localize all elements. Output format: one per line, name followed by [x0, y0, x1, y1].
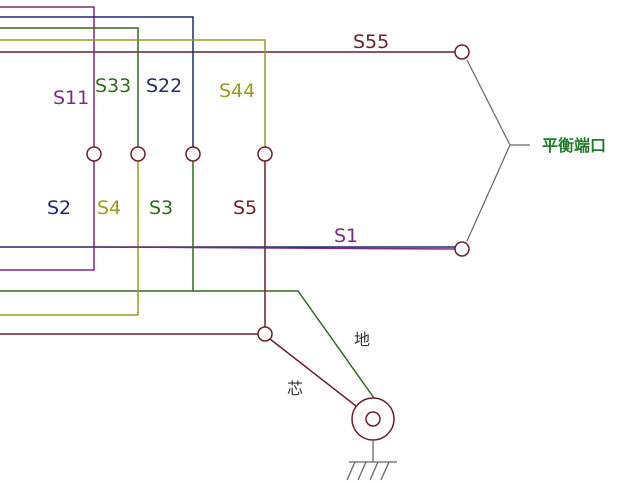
label-s44: S44 [219, 80, 255, 102]
label-s55: S55 [353, 31, 389, 53]
label-s11: S11 [53, 87, 89, 109]
wire-purple-outer [0, 6, 95, 147]
wire-purple-bottom [0, 161, 95, 271]
label-balance-port: 平衡端口 [542, 136, 606, 155]
terminal-s44 [257, 146, 273, 162]
wire-green-ground [193, 290, 375, 399]
terminal-s33 [130, 146, 146, 162]
label-s22: S22 [146, 75, 182, 97]
terminal-s22 [185, 146, 201, 162]
label-s1: S1 [334, 225, 358, 247]
label-ground: 地 [354, 330, 370, 349]
wire-green-right [0, 161, 194, 292]
wire-balance-bottom [466, 144, 511, 242]
label-s5: S5 [233, 197, 257, 219]
wire-s1 [93, 246, 456, 250]
label-s4: S4 [97, 197, 121, 219]
terminal-s11 [86, 146, 102, 162]
label-s2: S2 [47, 197, 71, 219]
terminal-core [257, 326, 273, 342]
coaxial-connector-icon [351, 397, 395, 441]
ground-symbol-icon [346, 440, 397, 481]
wire-olive-top [0, 39, 266, 147]
terminal-s55 [454, 44, 470, 60]
wire-balance-top [466, 59, 511, 146]
wire-core [269, 338, 366, 414]
wire-navy-top [0, 16, 194, 147]
label-core: 芯 [287, 379, 303, 398]
wire-olive-bottom [0, 161, 139, 316]
terminal-s1 [454, 241, 470, 257]
wire-green-top [0, 27, 139, 147]
label-s33: S33 [95, 75, 131, 97]
label-s3: S3 [149, 197, 173, 219]
